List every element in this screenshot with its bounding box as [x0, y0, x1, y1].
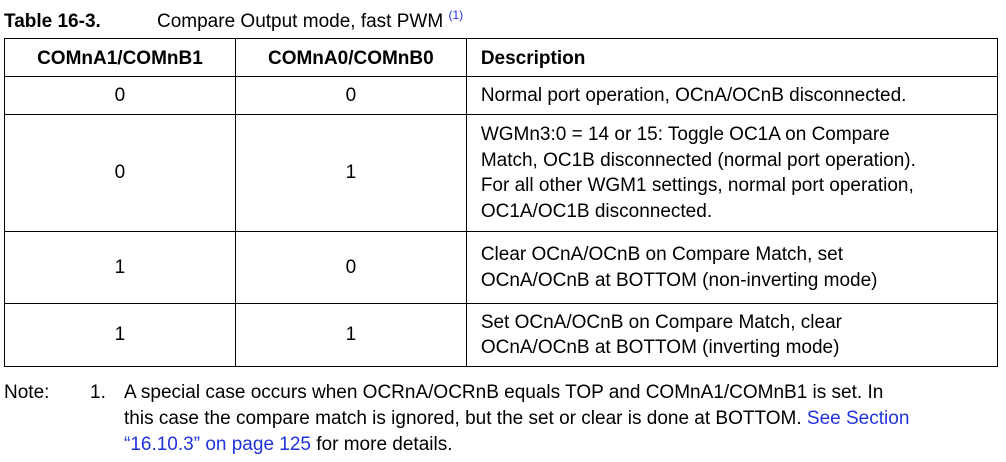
cell-comna1: 0: [4, 114, 236, 232]
note-text: A special case occurs when OCRnA/OCRnB e…: [124, 380, 1002, 458]
table-title: Compare Output mode, fast PWM: [157, 11, 444, 32]
cell-comna0: 1: [234, 303, 467, 367]
note-line: this case the compare match is ignored, …: [124, 406, 1002, 432]
table-number: Table 16-3.: [4, 11, 101, 32]
note-line-text: this case the compare match is ignored, …: [124, 408, 802, 429]
description-line: OC1A/OC1B disconnected.: [480, 200, 713, 222]
section-link[interactable]: See Section: [806, 408, 910, 429]
description-line: Match, OC1B disconnected (normal port op…: [480, 149, 916, 171]
cell-description: Clear OCnA/OCnB on Compare Match, set OC…: [465, 231, 999, 304]
cell-description: WGMn3:0 = 14 or 15: Toggle OC1A on Compa…: [465, 114, 999, 232]
table-header-row: COMnA1/COMnB1 COMnA0/COMnB0 Description: [4, 38, 999, 77]
header-description: Description: [465, 38, 999, 77]
description-line: Normal port operation, OCnA/OCnB disconn…: [480, 84, 907, 106]
page-reference-link[interactable]: “16.10.3” on page 125: [124, 434, 311, 455]
cell-comna0: 0: [234, 231, 467, 304]
description-line: Set OCnA/OCnB on Compare Match, clear: [480, 311, 842, 333]
note-label: Note:: [4, 382, 50, 403]
description-line: For all other WGM1 settings, normal port…: [480, 175, 914, 196]
note-line-text: for more details.: [316, 434, 453, 455]
cell-comna1: 0: [4, 76, 236, 115]
compare-output-table: COMnA1/COMnB1 COMnA0/COMnB0 Description …: [4, 38, 999, 367]
cell-comna0: 0: [234, 76, 467, 115]
description-line: OCnA/OCnB at BOTTOM (inverting mode): [480, 337, 840, 358]
table-row: 0 0 Normal port operation, OCnA/OCnB dis…: [4, 76, 999, 115]
table-caption: Table 16-3. Compare Output mode, fast PWM…: [4, 4, 463, 33]
note-line: A special case occurs when OCRnA/OCRnB e…: [124, 382, 884, 403]
table-row: 1 1 Set OCnA/OCnB on Compare Match, clea…: [4, 303, 999, 367]
description-line: Clear OCnA/OCnB on Compare Match, set: [480, 244, 844, 265]
cell-comna1: 1: [4, 303, 236, 367]
table-row: 1 0 Clear OCnA/OCnB on Compare Match, se…: [4, 231, 999, 304]
note-line: “16.10.3” on page 125 for more details.: [124, 432, 1002, 458]
header-comna0-comnb0: COMnA0/COMnB0: [234, 38, 467, 77]
cell-description: Normal port operation, OCnA/OCnB disconn…: [465, 76, 999, 115]
cell-description: Set OCnA/OCnB on Compare Match, clear OC…: [465, 303, 999, 367]
description-line: OCnA/OCnB at BOTTOM (non-inverting mode): [480, 269, 878, 291]
table-row: 0 1 WGMn3:0 = 14 or 15: Toggle OC1A on C…: [4, 114, 999, 232]
table-note: Note: 1. A special case occurs when OCRn…: [4, 380, 1002, 458]
cell-comna0: 1: [234, 114, 467, 232]
footnote-reference-link[interactable]: (1): [448, 8, 464, 22]
description-line: WGMn3:0 = 14 or 15: Toggle OC1A on Compa…: [480, 124, 890, 145]
cell-comna1: 1: [4, 231, 236, 304]
note-index: 1.: [90, 382, 106, 403]
header-comna1-comnb1: COMnA1/COMnB1: [4, 38, 236, 77]
